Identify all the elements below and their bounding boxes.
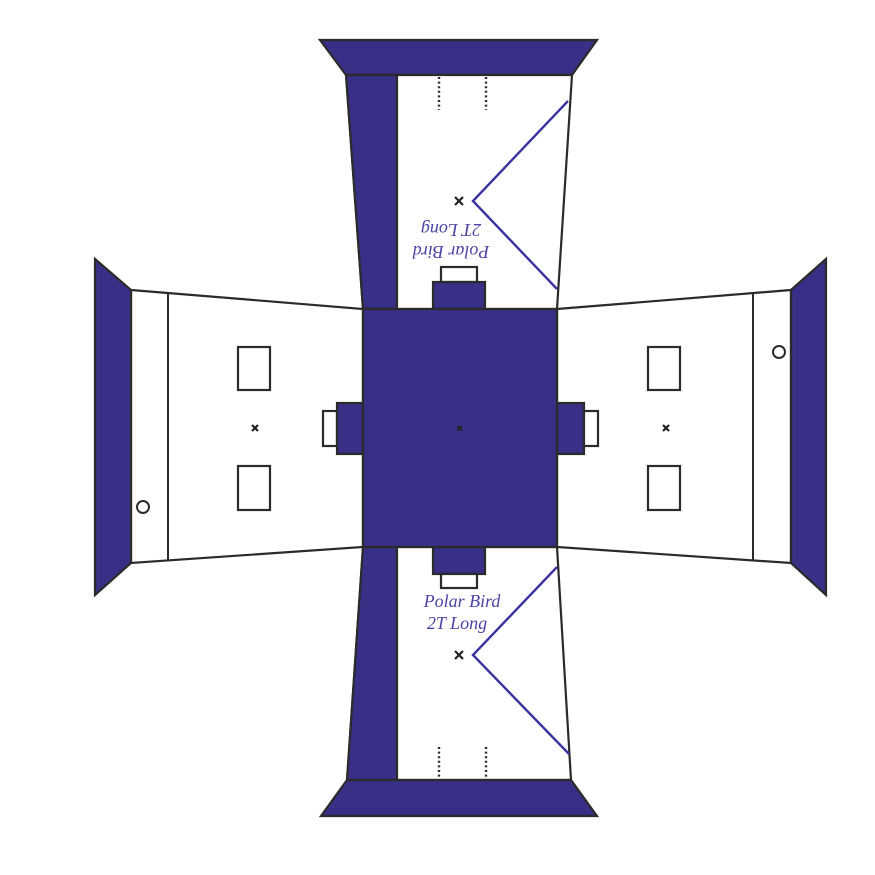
top-fold-chevron xyxy=(471,100,569,290)
bottom-label: Polar Bird 2T Long xyxy=(423,591,502,633)
bottom-flap: Polar Bird 2T Long xyxy=(318,545,600,818)
top-tab xyxy=(431,280,487,311)
center-x-mark-icon xyxy=(456,425,463,432)
left-tab-slot xyxy=(321,409,339,448)
top-tab-slot xyxy=(439,265,479,284)
right-flap xyxy=(555,256,828,598)
bottom-fold-chevron xyxy=(471,566,570,755)
top-flap: Polar Bird 2T Long xyxy=(317,38,600,311)
left-x-mark-icon xyxy=(251,424,259,432)
bottom-label-line-1: Polar Bird xyxy=(423,591,502,611)
right-cap xyxy=(789,256,828,598)
right-tab-slot xyxy=(582,409,600,448)
bottom-tab-slot xyxy=(439,572,479,590)
bottom-cap xyxy=(318,778,600,818)
top-cap xyxy=(317,38,600,77)
left-window-1 xyxy=(236,345,272,392)
bottom-x-mark-icon xyxy=(454,650,464,660)
top-x-mark-icon xyxy=(454,196,464,206)
right-window-1 xyxy=(646,345,682,392)
center-square xyxy=(361,307,559,549)
bottom-side-strip xyxy=(345,545,399,782)
right-window-2 xyxy=(646,464,682,512)
right-x-mark-icon xyxy=(662,424,670,432)
left-tab xyxy=(335,401,365,456)
right-hole-icon xyxy=(772,345,786,359)
right-tab xyxy=(555,401,586,456)
left-hole-icon xyxy=(136,500,150,514)
left-cap xyxy=(93,256,133,598)
top-side-strip xyxy=(344,73,399,311)
top-label-line-2: 2T Long xyxy=(421,220,481,240)
left-window-2 xyxy=(236,464,272,512)
top-label: Polar Bird 2T Long xyxy=(412,220,491,262)
top-label-line-1: Polar Bird xyxy=(412,242,491,262)
bottom-label-line-2: 2T Long xyxy=(427,613,487,633)
left-flap xyxy=(93,256,365,598)
bottom-tab xyxy=(431,545,487,576)
